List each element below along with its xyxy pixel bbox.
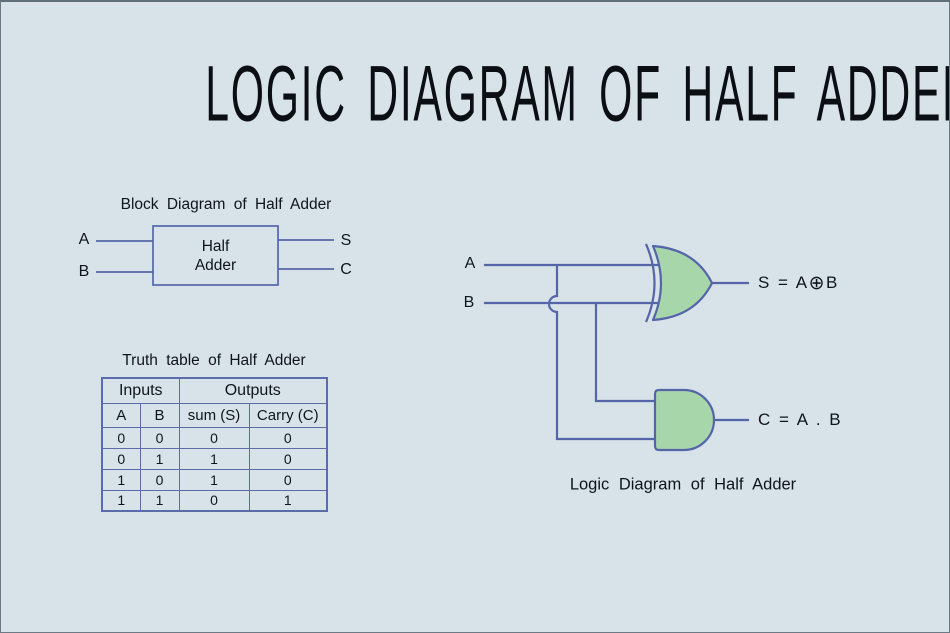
table-row: 0 1 1 0: [101, 447, 328, 470]
cell-carry: 0: [248, 426, 328, 449]
half-adder-box-label: Half Adder: [153, 226, 278, 285]
wire-b-branch: [594, 303, 655, 403]
cell-a: 1: [101, 468, 141, 491]
cell-carry: 1: [248, 489, 328, 512]
block-output-c-label: C: [340, 261, 352, 278]
logic-diagram-caption: Logic Diagram of Half Adder: [569, 475, 797, 494]
col-header-carry: Carry (C): [248, 402, 328, 428]
block-diagram-heading: Block Diagram of Half Adder: [120, 196, 332, 213]
xor-gate: [651, 244, 714, 322]
sum-equation-lhs: S = A: [758, 273, 808, 292]
logic-input-b-label: B: [463, 294, 475, 311]
cell-b: 1: [139, 447, 180, 470]
cell-a: 1: [101, 489, 141, 512]
truth-table-header-row: A B sum (S) Carry (C): [101, 402, 328, 428]
truth-table-group-row: Inputs Outputs: [101, 377, 328, 404]
cell-a: 0: [101, 447, 141, 470]
cell-sum: 1: [178, 447, 250, 470]
truth-table: Inputs Outputs A B sum (S) Carry (C) 0 0…: [101, 377, 328, 512]
table-row: 0 0 0 0: [101, 426, 328, 449]
circled-plus-icon: ⊕: [808, 271, 826, 294]
sum-equation-rhs: B: [826, 273, 838, 292]
and-gate: [653, 388, 716, 452]
inputs-group-header: Inputs: [101, 377, 180, 404]
half-adder-box-line2: Adder: [194, 256, 237, 274]
table-row: 1 0 1 0: [101, 468, 328, 491]
wire-a-branch-with-hop: [547, 265, 655, 441]
outputs-group-header: Outputs: [178, 377, 328, 404]
cell-sum: 0: [178, 426, 250, 449]
truth-table-heading: Truth table of Half Adder: [122, 352, 306, 369]
logic-input-a-label: A: [464, 255, 476, 272]
table-row: 1 1 0 1: [101, 489, 328, 512]
half-adder-block-box: [152, 225, 279, 286]
sum-equation: S = A ⊕ B: [758, 273, 838, 293]
col-header-b: B: [139, 402, 180, 428]
cell-sum: 0: [178, 489, 250, 512]
xor-gate-back-arc: [644, 243, 656, 323]
cell-b: 0: [139, 426, 180, 449]
cell-b: 1: [139, 489, 180, 512]
cell-carry: 0: [248, 468, 328, 491]
block-input-a-label: A: [78, 231, 90, 248]
col-header-a: A: [101, 402, 141, 428]
block-output-s-label: S: [340, 232, 352, 249]
carry-equation: C = A . B: [758, 410, 841, 430]
carry-equation-text: C = A . B: [758, 410, 842, 429]
half-adder-box-line1: Half: [201, 237, 230, 255]
cell-b: 0: [139, 468, 180, 491]
cell-carry: 0: [248, 447, 328, 470]
block-input-b-label: B: [78, 263, 90, 280]
cell-a: 0: [101, 426, 141, 449]
col-header-sum: sum (S): [178, 402, 250, 428]
cell-sum: 1: [178, 468, 250, 491]
